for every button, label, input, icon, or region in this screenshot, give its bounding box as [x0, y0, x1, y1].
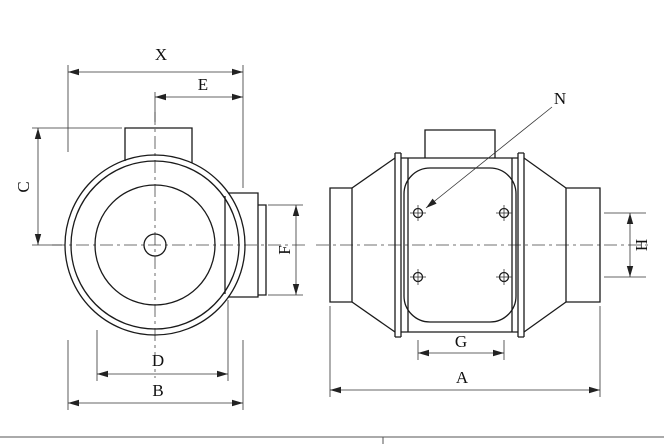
side-left-flange [394, 152, 402, 338]
side-right-cone-bottom [523, 301, 567, 333]
dimension-d: D [96, 300, 229, 381]
housing-inner-rim-circle [70, 160, 240, 330]
side-right-cone-top [523, 157, 567, 189]
dim-label-b: B [152, 381, 163, 400]
impeller-circle [94, 184, 216, 306]
terminal-box-side [424, 129, 496, 158]
dimension-c: C [14, 127, 122, 246]
side-left-cone-bottom [351, 301, 396, 333]
spigot-front-outline [228, 192, 259, 298]
dimension-a: A [329, 306, 601, 397]
dim-label-e: E [198, 75, 208, 94]
dim-label-c: C [14, 181, 33, 192]
hub-circle [143, 233, 167, 257]
dim-label-f: F [275, 245, 294, 254]
side-view: N H G A [316, 89, 651, 397]
front-view: X E C F D [14, 45, 305, 410]
screw-top-right [496, 205, 512, 221]
screw-top-left [410, 205, 426, 221]
side-right-flange [517, 152, 525, 338]
screw-bottom-left [410, 269, 426, 285]
spigot-front-lip [258, 204, 267, 296]
side-left-cone-top [351, 157, 396, 189]
dimension-b: B [67, 340, 244, 410]
dimension-h: H [604, 212, 651, 278]
dim-label-d: D [152, 351, 164, 370]
dim-label-x: X [155, 45, 167, 64]
screw-bottom-right [496, 269, 512, 285]
dimension-x: X [67, 45, 244, 188]
callout-label-n: N [554, 89, 566, 108]
callout-n: N [425, 89, 566, 209]
dim-label-a: A [456, 368, 469, 387]
housing-outer-circle [64, 154, 246, 336]
sheet-border [0, 436, 664, 444]
terminal-box-front [124, 127, 193, 163]
mounting-plate [403, 167, 517, 323]
side-right-spigot [566, 187, 601, 303]
dimension-e: E [154, 75, 243, 122]
dim-label-g: G [455, 332, 467, 351]
leader-line [425, 106, 553, 209]
dim-label-h: H [632, 239, 651, 251]
dimension-f: F [268, 204, 303, 296]
side-left-spigot [329, 187, 352, 303]
dimension-g: G [417, 332, 505, 360]
